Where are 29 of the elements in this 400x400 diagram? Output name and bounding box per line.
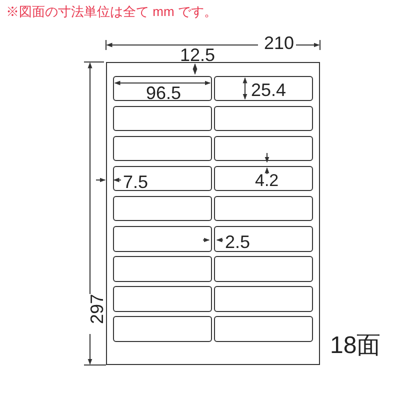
label-box [214,286,312,312]
label-box [112,136,212,162]
unit-note: ※図面の寸法単位は全て mm です。 [6,3,217,21]
label-box [214,106,312,132]
dimension-label: 96.5 [146,84,182,102]
dimension-label: 7.5 [123,173,148,191]
dimension-label: 18面 [330,334,381,358]
label-box [112,226,212,252]
label-box [214,196,312,222]
label-box [112,256,212,282]
label-box [112,286,212,312]
label-box [112,196,212,222]
label-box [214,316,312,342]
label-sheet [106,62,320,365]
label-box [112,106,212,132]
dimension-label: 297 [88,294,106,324]
label-box [112,166,212,192]
label-box [214,136,312,162]
label-box [214,166,312,192]
label-box [214,76,312,101]
label-box [112,76,212,101]
dimension-label: 2.5 [225,233,250,251]
dimension-label: 4.2 [255,172,279,189]
dimension-label: 25.4 [251,81,286,99]
label-box [214,226,312,252]
label-box [214,256,312,282]
dimension-label: 210 [262,34,296,52]
label-box [112,316,212,342]
dimension-label: 12.5 [180,46,216,64]
